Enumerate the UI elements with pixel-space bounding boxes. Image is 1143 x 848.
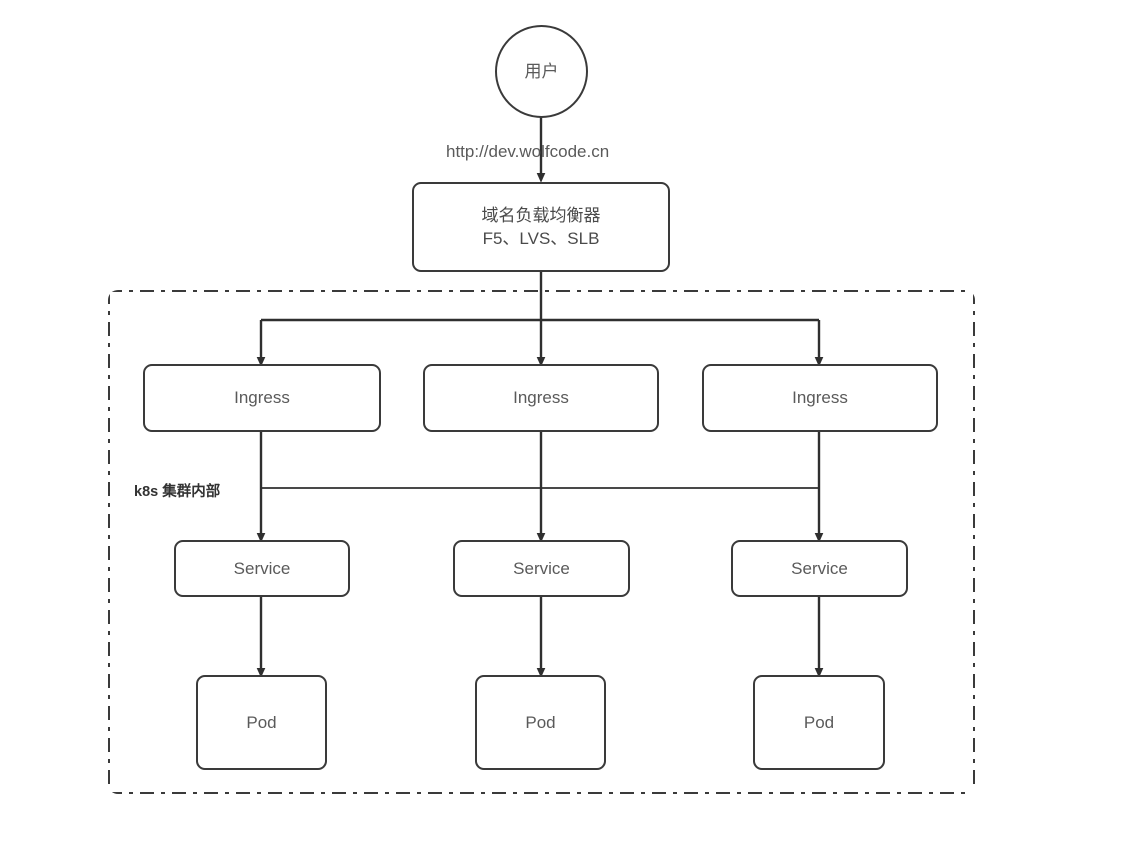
node-ingress-3-label: Ingress bbox=[792, 388, 848, 408]
node-service-3-label: Service bbox=[791, 558, 848, 578]
node-service-2-label: Service bbox=[513, 558, 570, 578]
node-service-2[interactable]: Service bbox=[453, 540, 630, 597]
node-ingress-2-label: Ingress bbox=[513, 388, 569, 408]
node-pod-1-label: Pod bbox=[246, 712, 277, 732]
edge-label-user-to-loadbalancer: http://dev.wolfcode.cn bbox=[446, 142, 610, 161]
node-pod-1[interactable]: Pod bbox=[196, 675, 327, 770]
node-ingress-3[interactable]: Ingress bbox=[702, 364, 938, 432]
node-ingress-1-label: Ingress bbox=[234, 388, 290, 408]
node-service-1[interactable]: Service bbox=[174, 540, 350, 597]
node-load-balancer-label: 域名负载均衡器 F5、LVS、SLB bbox=[481, 205, 601, 248]
node-ingress-2[interactable]: Ingress bbox=[423, 364, 659, 432]
node-service-1-label: Service bbox=[233, 558, 291, 578]
node-user-label: 用户 bbox=[524, 61, 559, 81]
node-service-3[interactable]: Service bbox=[731, 540, 908, 597]
node-pod-2[interactable]: Pod bbox=[475, 675, 606, 770]
node-load-balancer[interactable]: 域名负载均衡器 F5、LVS、SLB bbox=[412, 182, 670, 272]
node-pod-3[interactable]: Pod bbox=[753, 675, 885, 770]
node-user[interactable]: 用户 bbox=[495, 25, 588, 118]
node-pod-2-label: Pod bbox=[525, 712, 556, 732]
node-ingress-1[interactable]: Ingress bbox=[143, 364, 381, 432]
k8s-cluster-zone-label: k8s 集群内部 bbox=[130, 479, 225, 502]
node-pod-3-label: Pod bbox=[803, 712, 835, 732]
